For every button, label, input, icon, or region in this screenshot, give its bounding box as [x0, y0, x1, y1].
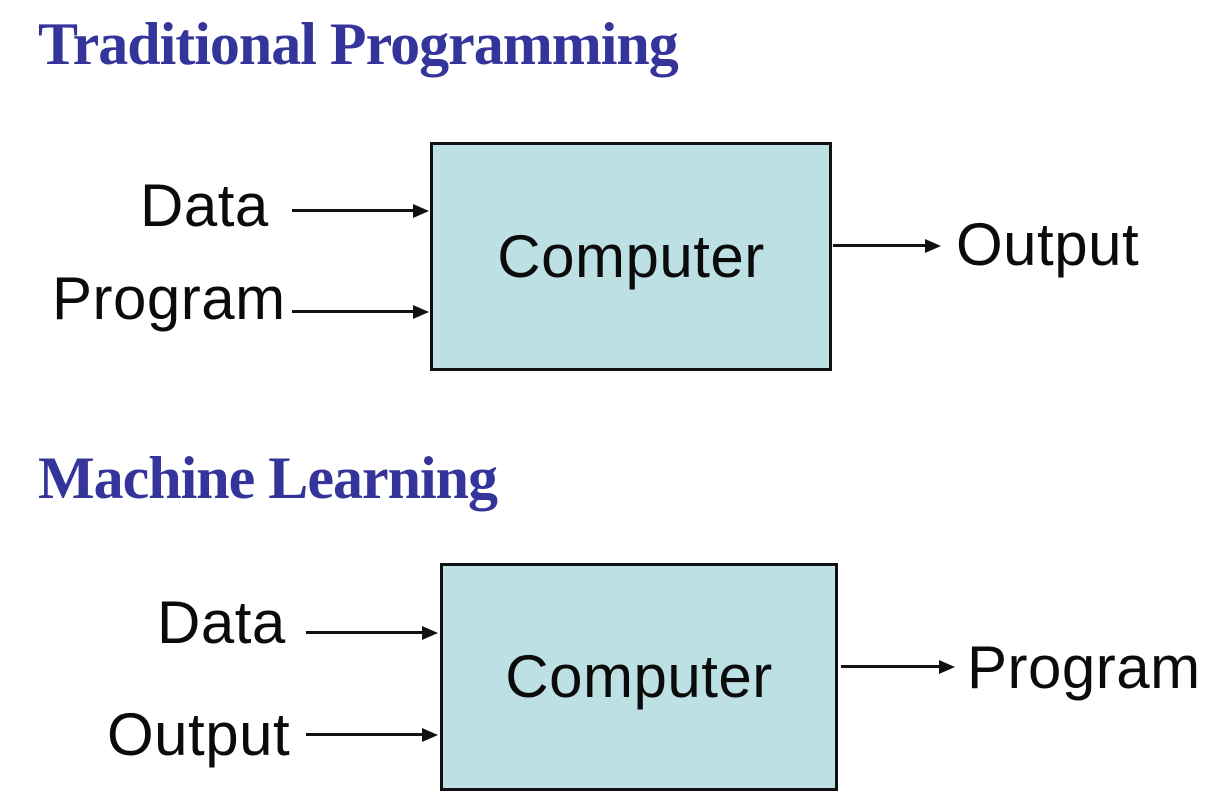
- input-label-data: Data: [157, 589, 286, 656]
- output-label-program: Program: [967, 634, 1201, 701]
- arrow-data-to-computer-icon: [292, 209, 413, 212]
- arrow-computer-to-output-icon: [833, 244, 925, 247]
- computer-box: Computer: [430, 142, 832, 371]
- computer-box: Computer: [440, 563, 838, 791]
- heading-traditional-programming: Traditional Programming: [38, 11, 679, 77]
- input-label-data: Data: [140, 172, 269, 239]
- heading-machine-learning: Machine Learning: [38, 445, 498, 511]
- arrow-output-to-computer-icon: [306, 733, 422, 736]
- input-label-output: Output: [107, 701, 291, 768]
- arrow-data-to-computer-icon: [306, 631, 422, 634]
- arrow-computer-to-program-icon: [841, 665, 939, 668]
- computer-box-label: Computer: [497, 222, 765, 290]
- output-label-output: Output: [956, 211, 1140, 278]
- computer-box-label: Computer: [505, 643, 773, 710]
- input-label-program: Program: [52, 265, 286, 332]
- arrow-program-to-computer-icon: [292, 310, 413, 313]
